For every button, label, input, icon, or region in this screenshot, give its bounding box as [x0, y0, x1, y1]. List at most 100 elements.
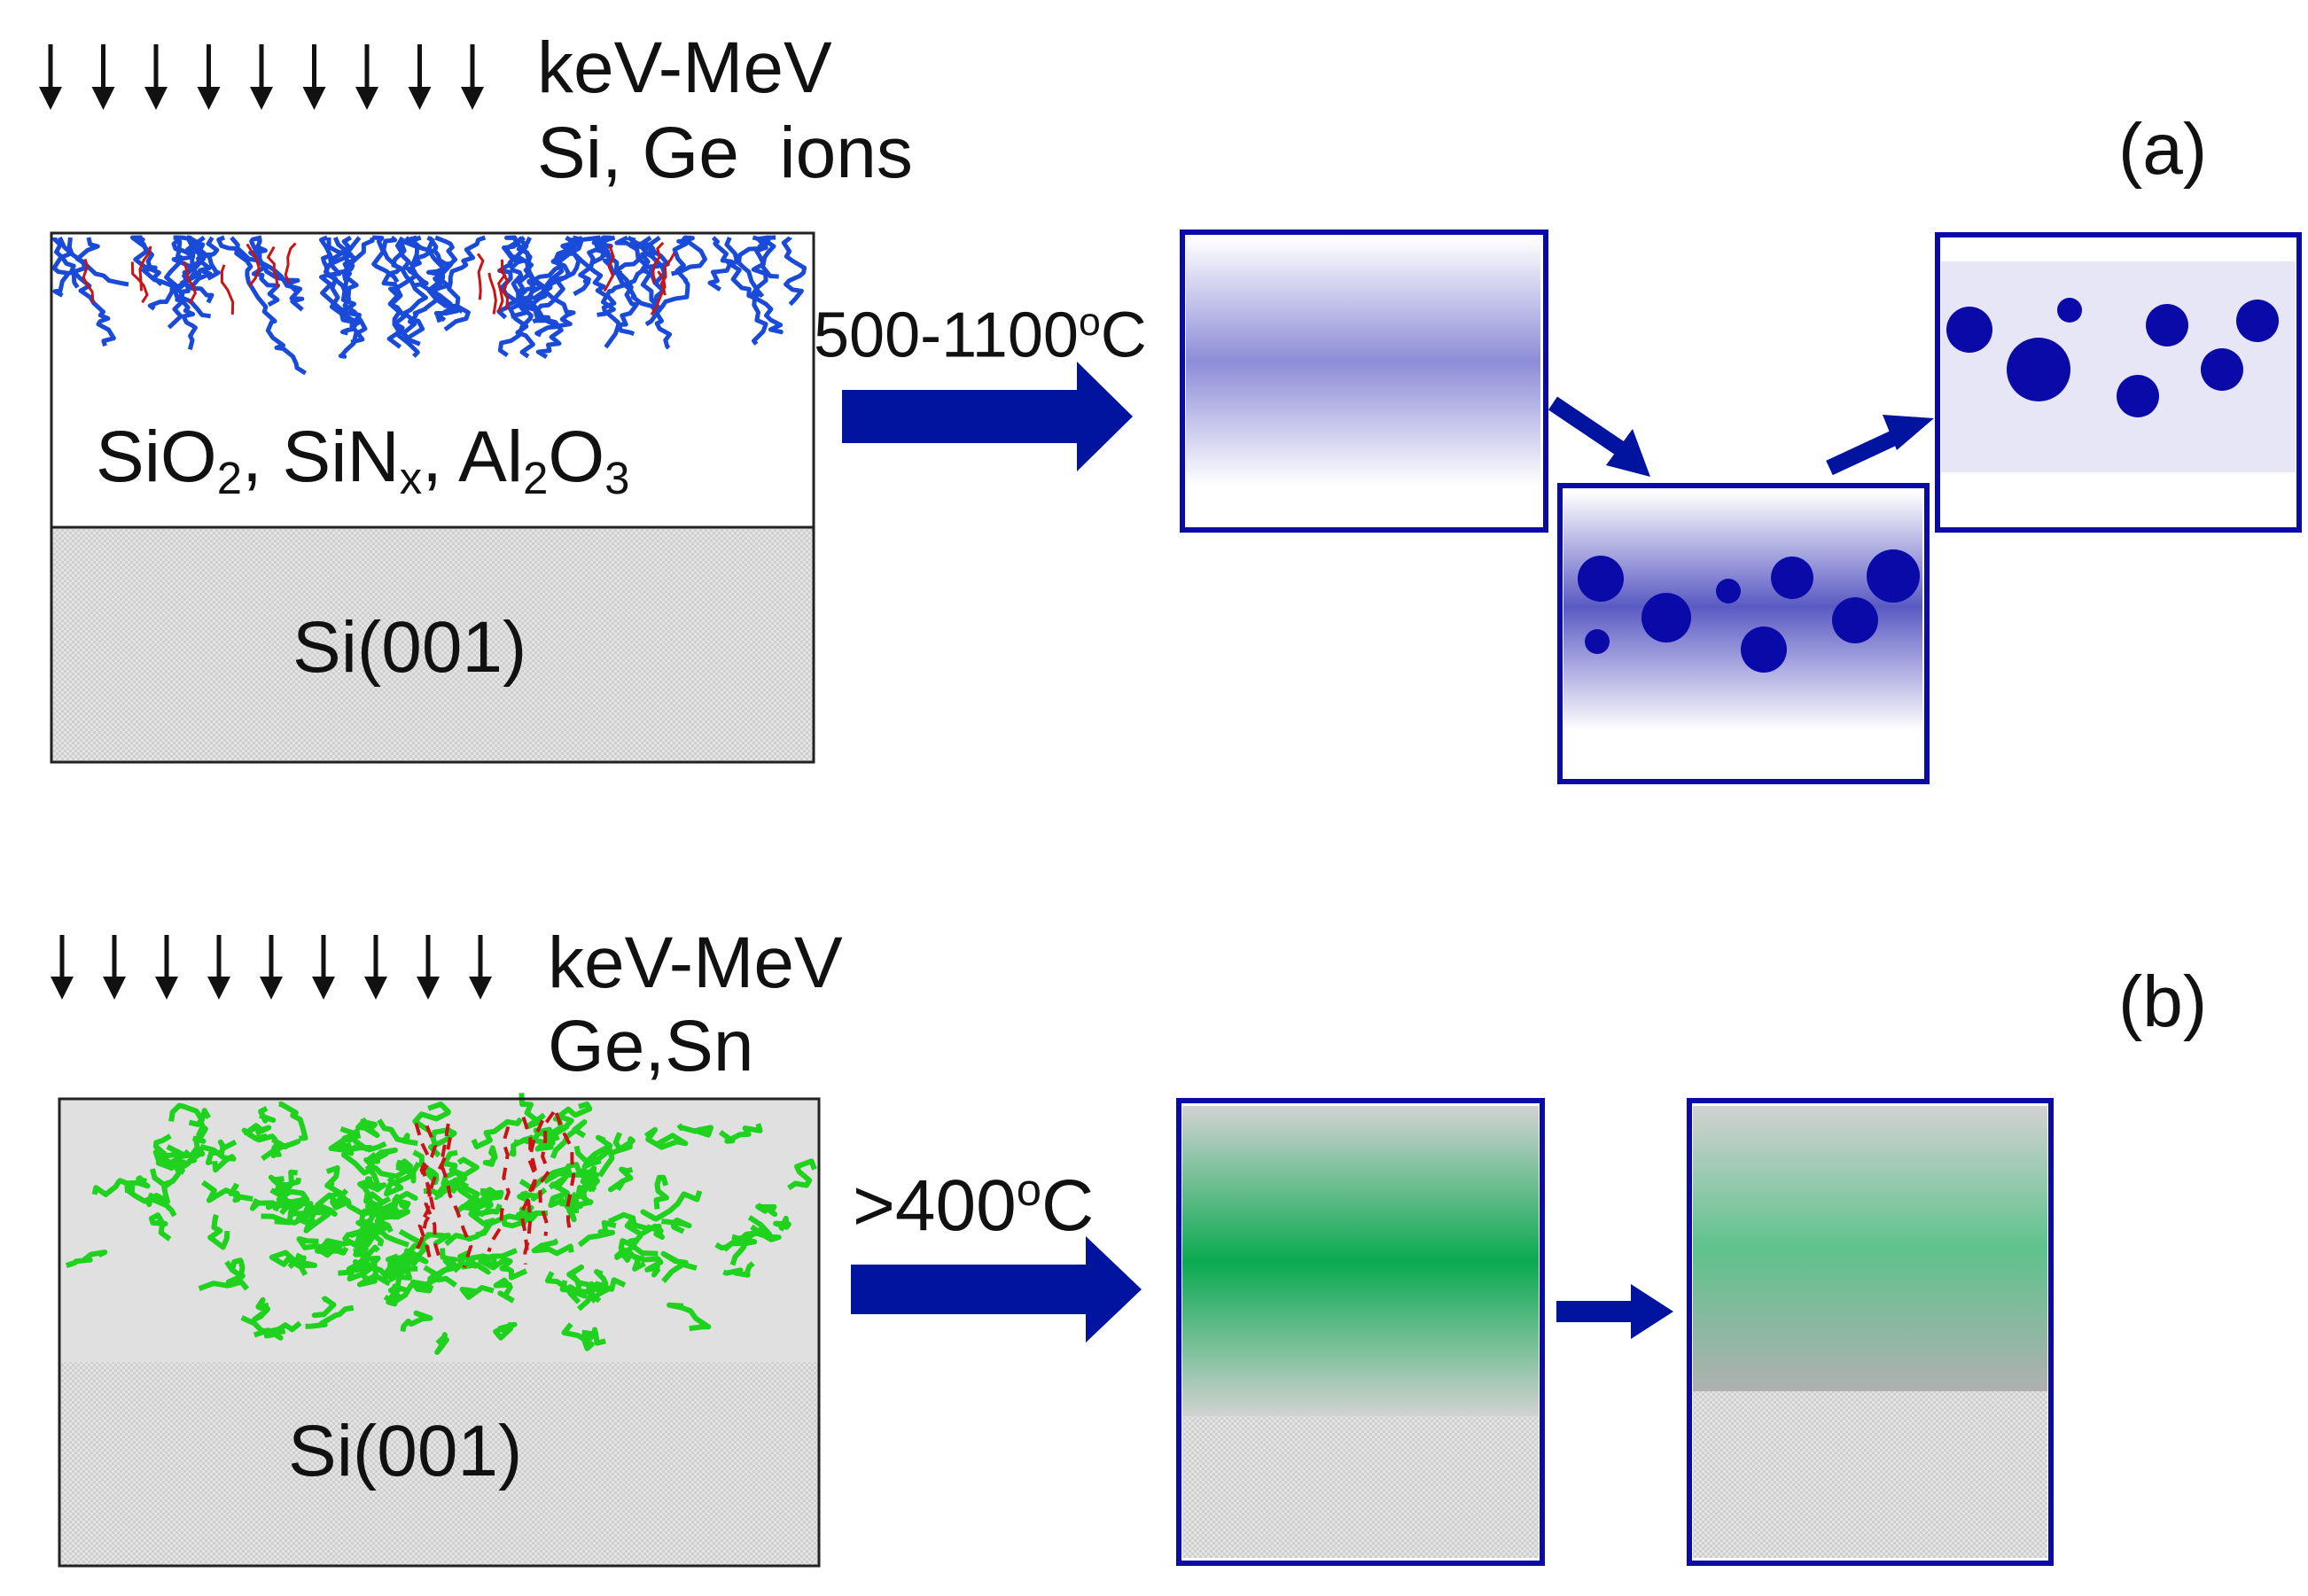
nanocrystal-a2-1: [1641, 593, 1691, 642]
cascade-track-b-73: [515, 1205, 538, 1224]
cascade-track-b-87: [124, 1177, 175, 1204]
cascade-track-a-32: [381, 235, 428, 340]
cascade-track-b-139: [199, 1143, 237, 1173]
cascade-track-b-141: [261, 1137, 301, 1162]
cascade-track-b-108: [581, 1327, 606, 1346]
film-part-6: O: [548, 417, 605, 497]
cascade-track-b-148: [224, 1257, 246, 1279]
cascade-track-a-59: [402, 236, 429, 288]
cascade-track-b-125: [534, 1124, 570, 1152]
cascade-track-b-78: [718, 1123, 763, 1144]
ion-arrow-b-head-6: [364, 977, 387, 1000]
cascade-track-b-72: [631, 1253, 664, 1278]
anneal-arrow-b: [851, 1236, 1142, 1343]
cascade-red-a-5: [487, 272, 497, 315]
cascade-track-b-118: [490, 1257, 528, 1281]
cascade-track-b-52: [412, 1149, 440, 1186]
process-arrow-icon-b: [851, 1236, 1142, 1343]
cascade-red-a-13: [476, 253, 485, 300]
nanocrystal-a3-5: [2201, 348, 2243, 391]
substrate-block-b: [59, 1362, 819, 1566]
cascade-track-b-143: [198, 1273, 250, 1292]
cascade-track-b-120: [576, 1281, 604, 1312]
cascade-track-a-36: [781, 235, 807, 307]
step-arrow-a2: [1826, 415, 1934, 476]
cascade-track-b-77: [258, 1106, 277, 1124]
cascade-track-b-102: [278, 1102, 308, 1141]
cascade-track-b-62: [340, 1143, 378, 1176]
cascade-track-b-85: [183, 1146, 206, 1164]
cascade-track-a-53: [644, 235, 695, 327]
nanocrystal-a3-0: [1946, 307, 1992, 353]
ion-arrow-b-head-8: [469, 977, 492, 1000]
step-arrow-a1: [1548, 396, 1650, 477]
anneal-temperature-label-b: >400oC: [853, 1167, 1094, 1242]
cascade-track-b-9: [188, 1117, 208, 1141]
nanocrystal-a3-6: [2236, 300, 2279, 342]
cascade-track-b-59: [660, 1217, 692, 1234]
cascade-track-b-169: [269, 1187, 293, 1216]
ion-arrow-a-head-5: [302, 87, 326, 110]
cascade-track-a-46: [386, 235, 434, 349]
cascade-track-b-4: [243, 1123, 272, 1136]
cascade-track-a-14: [627, 235, 673, 350]
cascade-track-b-119: [152, 1133, 184, 1159]
ion-arrow-b-head-2: [155, 977, 178, 1000]
stage-a2-frame: [1557, 483, 1930, 784]
cascade-track-b-89: [519, 1093, 546, 1130]
cascade-track-a-22: [670, 235, 707, 276]
anneal-degree-a: o: [1078, 300, 1101, 344]
cascade-red-a-15: [138, 245, 152, 292]
film-part-3: x: [399, 453, 423, 504]
cascade-track-b-6: [207, 1213, 230, 1250]
ion-arrow-a-head-7: [408, 87, 432, 110]
film-part-2: , SiN: [241, 417, 400, 497]
cascade-track-a-7: [230, 236, 308, 376]
cascade-track-a-18: [443, 235, 487, 331]
stage-a1-frame: [1180, 230, 1548, 533]
cascade-red-b-6: [487, 1125, 511, 1253]
cascade-track-b-28: [577, 1219, 617, 1248]
sample-b: [58, 1093, 821, 1568]
cascade-red-a-11: [183, 261, 198, 305]
stage-a3: [1935, 232, 2302, 533]
ion-arrow-b-head-4: [260, 977, 283, 1000]
ion-arrow-a-head-8: [461, 87, 484, 110]
stage-b1-gradient: [1182, 1106, 1539, 1416]
nanocrystal-a2-7: [1867, 549, 1920, 603]
cascade-track-b-24: [493, 1277, 515, 1304]
cascade-track-a-34: [323, 237, 368, 360]
cascade-track-b-7: [667, 1302, 712, 1332]
film-part-0: SiO: [96, 417, 217, 497]
step-arrow-a2-head: [1883, 415, 1934, 450]
cascade-track-b-98: [444, 1219, 491, 1247]
cascade-track-b-160: [168, 1156, 191, 1174]
cascade-track-b-64: [660, 1250, 698, 1283]
substrate-label-a: Si(001): [292, 607, 527, 688]
stage-a3-frame: [1935, 232, 2302, 533]
cascade-red-b-1: [538, 1110, 556, 1236]
substrate-block-a: [50, 526, 815, 764]
cascade-track-b-13: [252, 1296, 271, 1322]
cascade-track-b-69: [205, 1139, 238, 1165]
cascade-red-a-14: [82, 258, 95, 303]
ion-arrow-a-head-2: [144, 87, 168, 110]
cascade-track-b-147: [385, 1259, 418, 1281]
cascade-track-a-41: [180, 235, 214, 304]
cascade-track-b-58: [416, 1232, 451, 1249]
cascade-track-b-142: [643, 1126, 689, 1150]
stage-b1: [1176, 1098, 1545, 1566]
cascade-track-b-156: [423, 1248, 458, 1278]
cascade-red-a-9: [659, 252, 676, 296]
cascade-red-b-0: [439, 1123, 473, 1268]
cascade-red-a-2: [246, 243, 261, 287]
ion-species-label-a: Si, Ge ions: [537, 113, 913, 193]
anneal-value-b: >400: [853, 1164, 1017, 1246]
step-arrow-a1-head: [1606, 429, 1650, 477]
cascade-track-b-151: [640, 1190, 703, 1222]
cascade-track-b-66: [459, 1196, 494, 1217]
cascade-track-b-37: [550, 1119, 588, 1159]
panel-tag-a: (a): [2118, 109, 2208, 190]
cascade-track-b-136: [372, 1201, 403, 1219]
stage-b2-frame: [1687, 1098, 2054, 1566]
